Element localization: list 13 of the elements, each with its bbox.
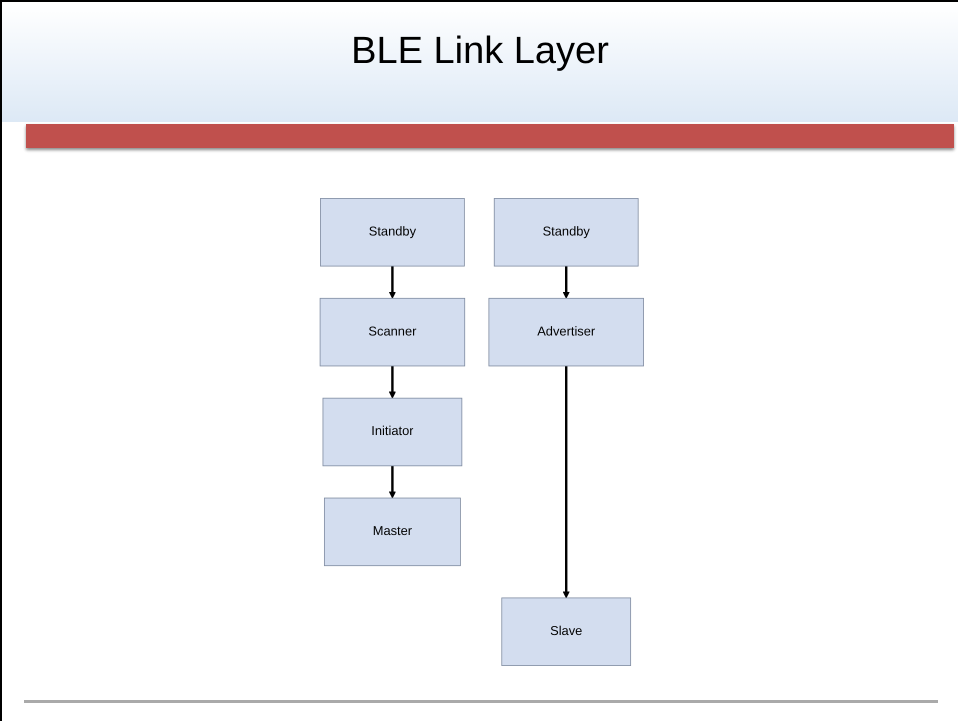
arrow	[389, 466, 396, 498]
arrow	[562, 266, 570, 299]
node-box: Standby	[320, 198, 465, 266]
node-box: Master	[324, 498, 461, 566]
node-box: Initiator	[322, 398, 462, 466]
node-box: Standby	[494, 198, 639, 266]
slide-title: BLE Link Layer	[350, 30, 610, 73]
arrow	[389, 366, 396, 398]
arrow	[562, 366, 570, 598]
node-box: Slave	[502, 598, 632, 666]
node-box: Scanner	[320, 298, 466, 366]
arrow	[389, 266, 396, 299]
node-box: Advertiser	[488, 298, 644, 366]
